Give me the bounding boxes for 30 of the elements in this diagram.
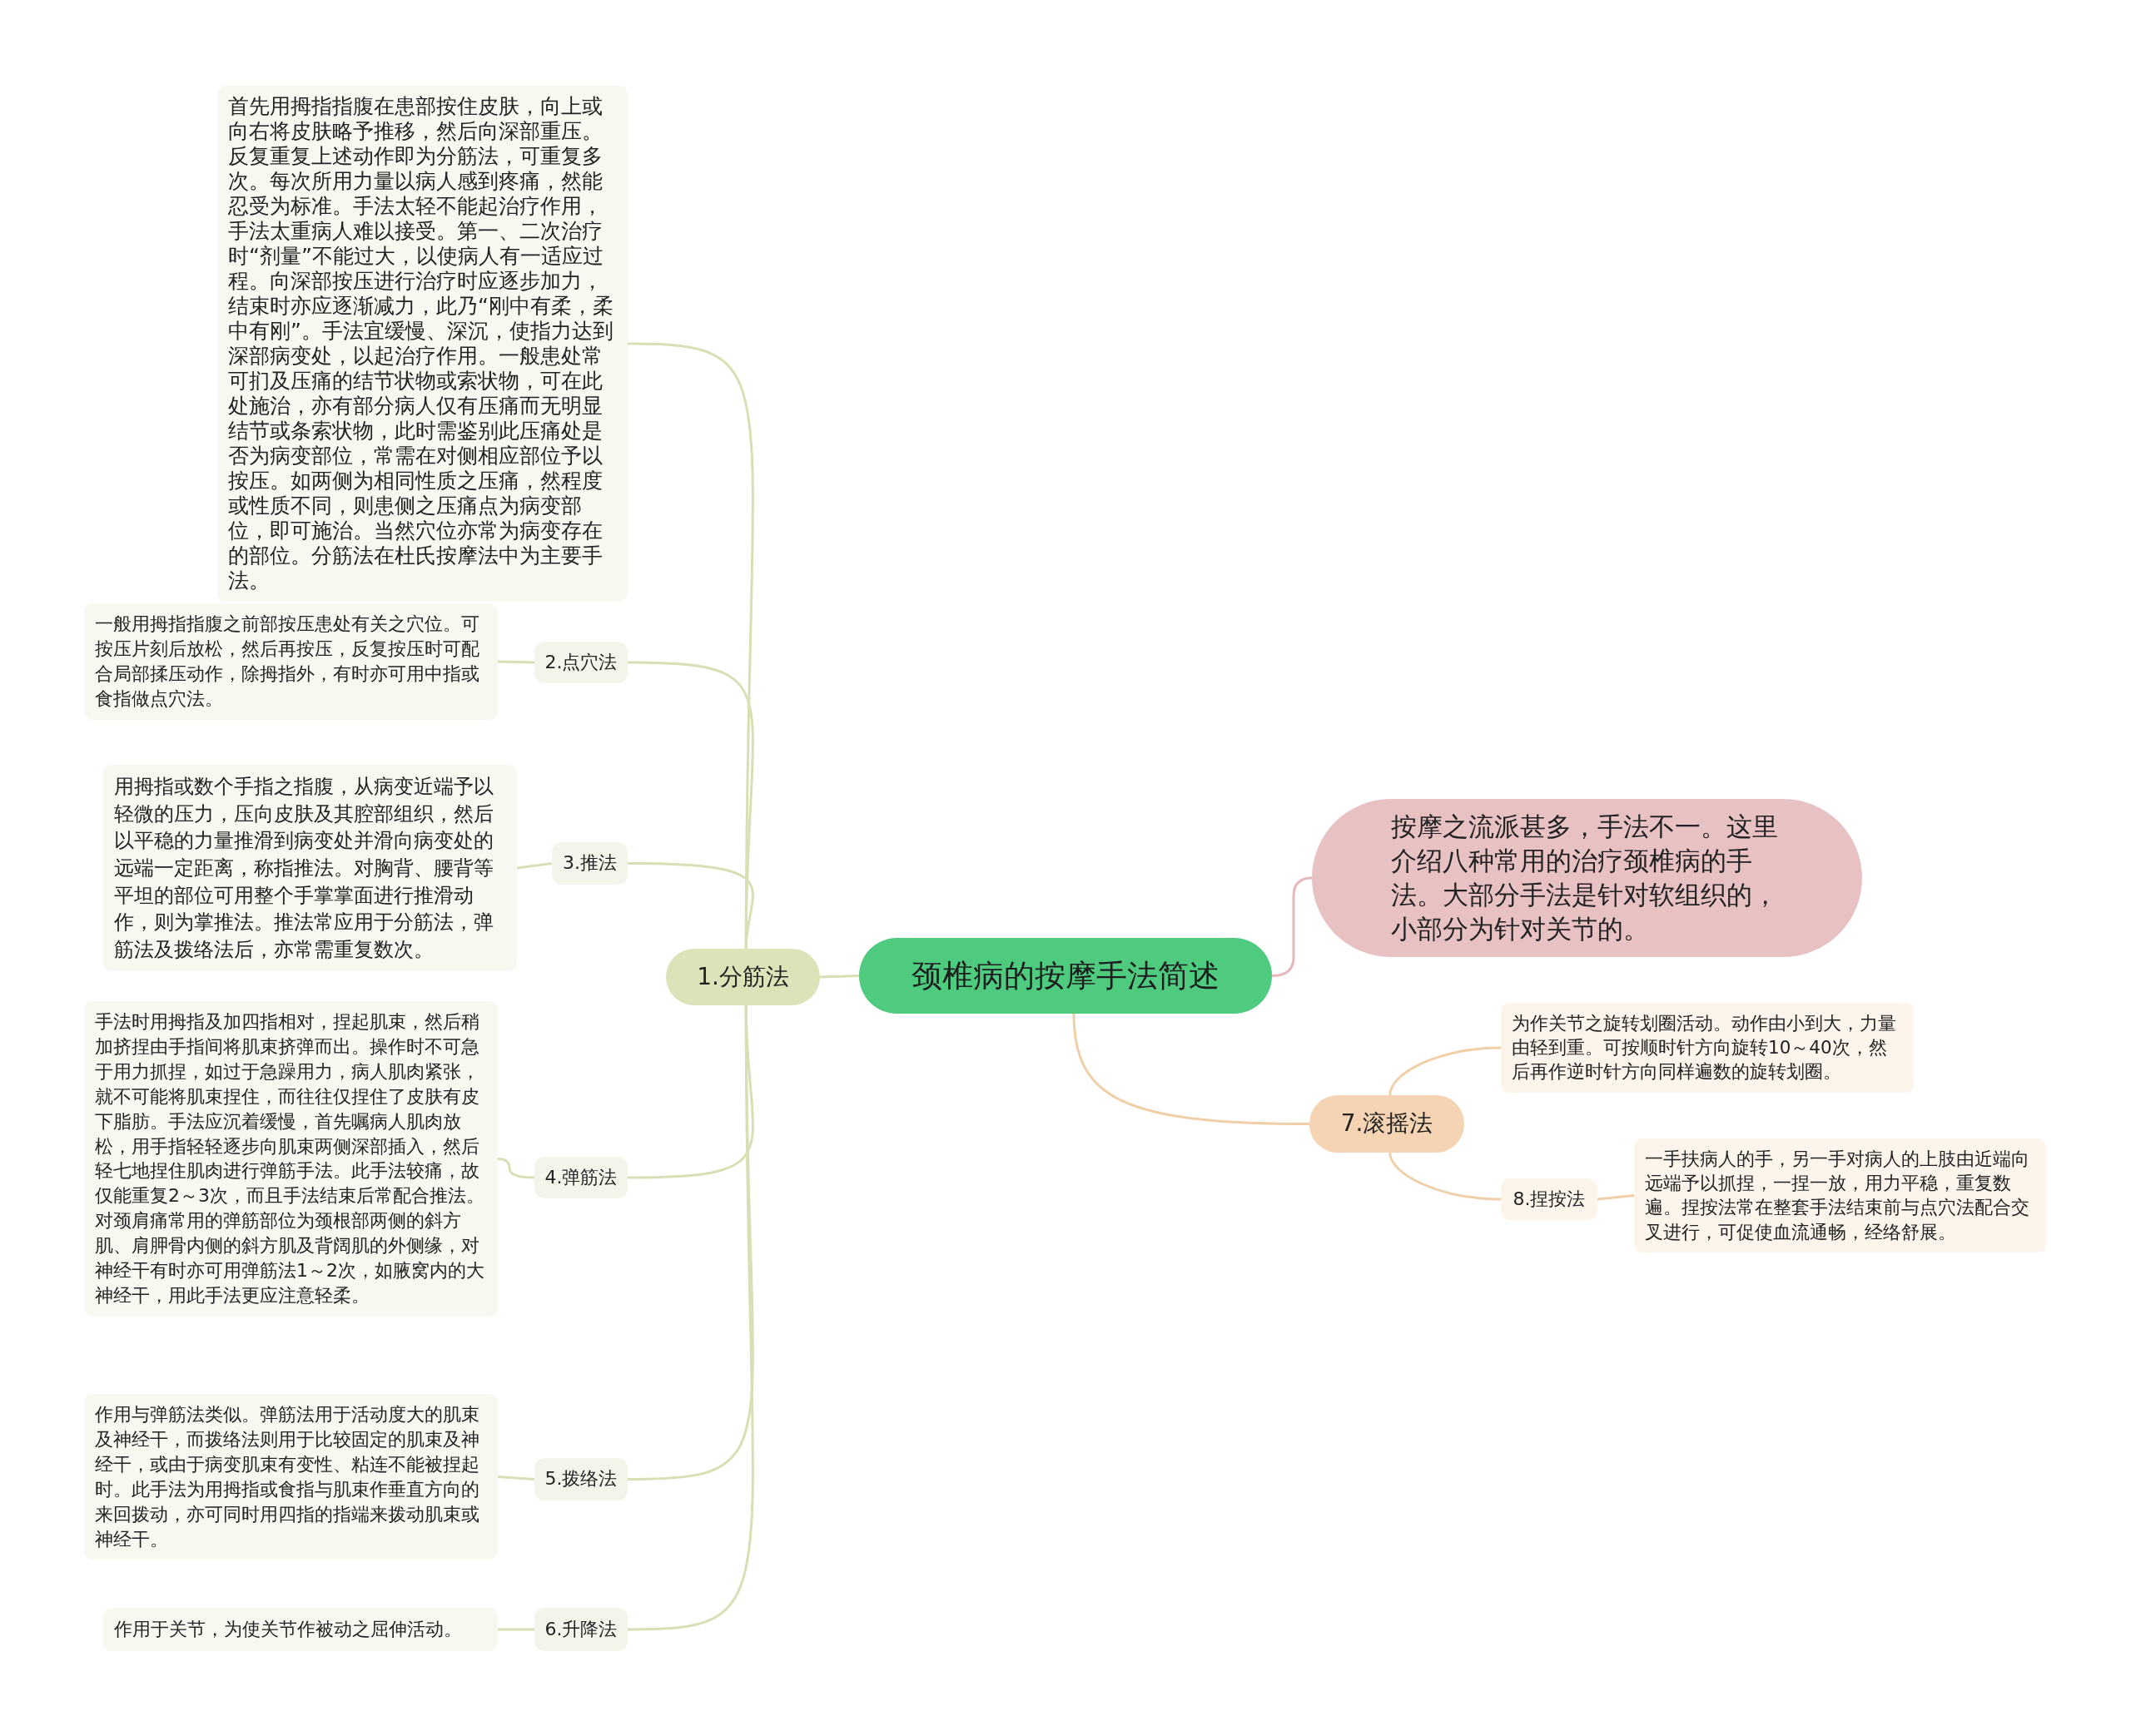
- branch-topic: 7.滚摇法: [1309, 1095, 1464, 1153]
- connector-line: [819, 975, 860, 979]
- note-card: 手法时用拇指及加四指相对，捏起肌束，然后稍加挤捏由手指间将肌束挤弹而出。操作时不可急于用力抓捏，如过于急躁用力，病人肌肉紧张，就不可能将肌束捏住，而往往仅捏住了皮肤有皮下脂肪。手法应沉着缓慢，首先嘱病人肌肉放松，用手指轻轻逐步向肌束两侧深部插入，然后轻七地捏住肌肉进行弹筋手法。此手法较痛，故仅能重复2～3次，而且手法结束后常配合推法。对颈肩痛常用的弹筋部位为颈根部两侧的斜方肌、肩胛骨内侧的斜方肌及背阔肌的外侧缘，对神经干有时亦可用弹筋法1～2次，如腋窝内的大神经干，用此手法更应注意轻柔。: [84, 1001, 498, 1317]
- subtopic-label: 5.拨络法: [534, 1458, 628, 1500]
- subtopic-label: 8.捏按法: [1501, 1178, 1597, 1220]
- note-card: 首先用拇指指腹在患部按住皮肤，向上或向右将皮肤略予推移，然后向深部重压。反复重复上述动作即为分筋法，可重复多次。每次所用力量以病人感到疼痛，然能忍受为标准。手法太轻不能起治疗作用，手法太重病人难以接受。第一、二次治疗时“剂量”不能过大，以使病人有一适应过程。向深部按压进行治疗时应逐步加力，结束时亦应逐渐减力，此乃“刚中有柔，柔中有刚”。手法宜缓慢、深沉，使指力达到深部病变处，以起治疗作用。一般患处常可扪及压痛的结节状物或索状物，可在此处施治，亦有部分病人仅有压痛而无明显结节或条索状物，此时需鉴别此压痛处是否为病变部位，常需在对侧相应部位予以按压。如两侧为相同性质之压痛，然程度或性质不同，则患侧之压痛点为病变部位，即可施治。当然穴位亦常为病变存在的部位。分筋法在杜氏按摩法中为主要手法。: [217, 86, 628, 602]
- connector-line: [1072, 1013, 1309, 1125]
- branch-topic: 1.分筋法: [666, 949, 820, 1005]
- note-card: 为作关节之旋转划圈活动。动作由小到大，力量由轻到重。可按顺时针方向旋转10～40次，然后再作逆时针方向同样遍数的旋转划圈。: [1501, 1003, 1914, 1093]
- note-card: 作用于关节，为使关节作被动之屈伸活动。: [103, 1608, 498, 1651]
- note-card: 用拇指或数个手指之指腹，从病变近端予以轻微的压力，压向皮肤及其腔部组织，然后以平稳的力量推滑到病变处并滑向病变处的远端一定距离，称指推法。对胸背、腰背等平坦的部位可用整个手掌掌面进行推滑动作，则为掌推法。推法常应用于分筋法，弹筋法及拨络法后，亦常需重复数次。: [103, 765, 517, 972]
- connector-line: [516, 862, 553, 870]
- connector-line: [498, 1628, 534, 1631]
- note-card: 一手扶病人的手，另一手对病人的上肢由近端向远端予以抓捏，一捏一放，用力平稳，重复数遍。捏按法常在整套手法结束前与点穴法配合交叉进行，可促使血流通畅，经络舒展。: [1634, 1138, 2046, 1252]
- subtopic-label: 6.升降法: [534, 1608, 628, 1651]
- subtopic-label: 3.推法: [552, 842, 628, 885]
- subtopic-label: 2.点穴法: [534, 642, 628, 683]
- connector-line: [497, 1158, 535, 1179]
- connector-line: [1597, 1194, 1635, 1201]
- central-topic: 颈椎病的按摩手法简述: [859, 938, 1272, 1014]
- subtopic-label: 4.弹筋法: [534, 1157, 628, 1198]
- summary-bubble: 按摩之流派甚多，手法不一。这里介绍八种常用的治疗颈椎病的手法。大部分手法是针对软组织的，小部分为针对关节的。: [1312, 799, 1862, 957]
- connector-line: [497, 1476, 535, 1481]
- connector-line: [627, 1005, 754, 1631]
- note-card: 一般用拇指指腹之前部按压患处有关之穴位。可按压片刻后放松，然后再按压，反复按压时可配合局部揉压动作，除拇指外，有时亦可用中指或食指做点穴法。: [84, 603, 498, 720]
- connector-line: [627, 862, 754, 950]
- connector-line: [497, 660, 535, 664]
- note-card: 作用与弹筋法类似。弹筋法用于活动度大的肌束及神经干，而拨络法则用于比较固定的肌束及神经干，或由于病变肌束有变性、粘连不能被捏起时。此手法为用拇指或食指与肌束作垂直方向的来回拨动，亦可同时用四指的指端来拨动肌束或神经干。: [84, 1394, 498, 1560]
- connector-line: [1388, 1046, 1502, 1096]
- connector-line: [1388, 1152, 1502, 1201]
